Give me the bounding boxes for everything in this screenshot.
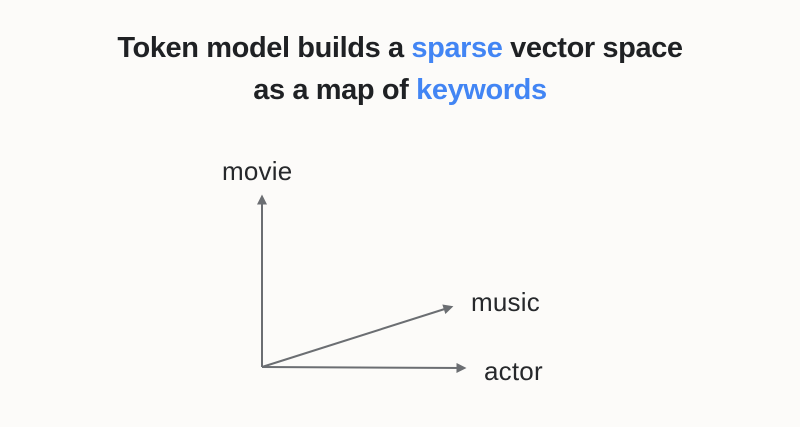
diagonal-vector-arrow	[261, 304, 454, 368]
axis-label-music: music	[471, 287, 540, 317]
title-segment: vector space	[502, 32, 683, 64]
horizontal-axis-arrow	[261, 362, 467, 373]
title-line-2: as a map of keywords	[0, 69, 800, 111]
title-line-1: Token model builds a sparse vector space	[0, 27, 800, 69]
title-segment: Token model builds a	[117, 32, 412, 64]
title-highlight-sparse: sparse	[411, 32, 503, 64]
axis-label-actor: actor	[484, 356, 543, 386]
title-highlight-keywords: keywords	[416, 74, 547, 106]
slide-title: Token model builds a sparse vector space…	[0, 27, 800, 111]
title-segment: as a map of	[253, 74, 417, 106]
axis-label-movie: movie	[222, 156, 293, 186]
